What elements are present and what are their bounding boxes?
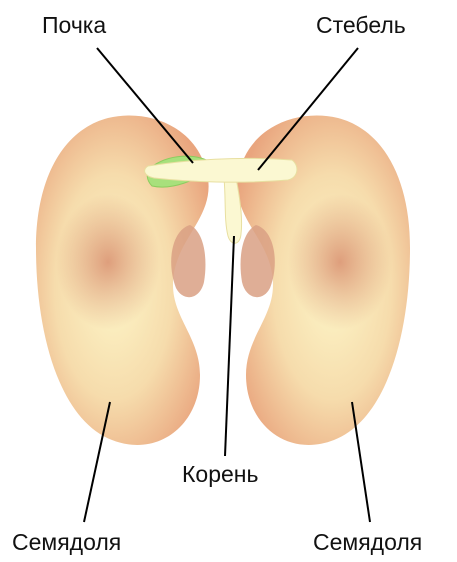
label-cotyledon-left: Семядоля <box>12 531 121 554</box>
leader-line-root <box>225 236 234 456</box>
label-root: Корень <box>182 463 258 486</box>
cotyledon-left-spot <box>56 194 160 330</box>
label-cotyledon-right: Семядоля <box>313 531 422 554</box>
cotyledon-right-spot <box>288 194 392 330</box>
label-bud: Почка <box>42 14 106 37</box>
label-stem: Стебель <box>316 14 406 37</box>
